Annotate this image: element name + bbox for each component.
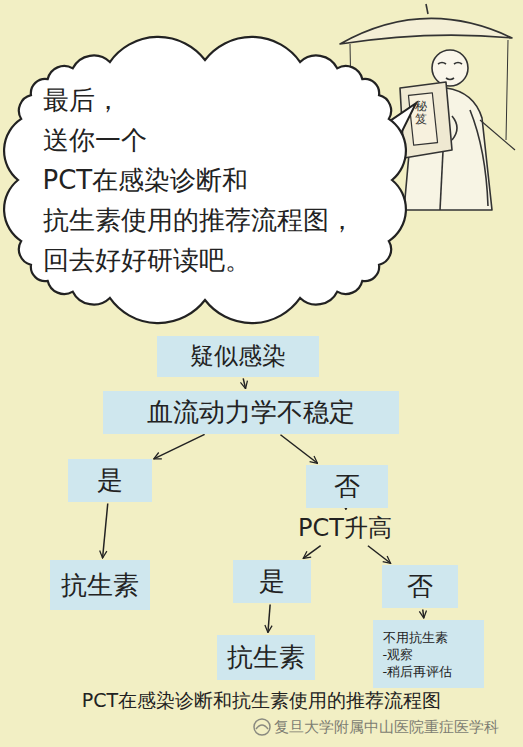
speech-text: 最后， 送你一个 PCT在感染诊断和 抗生素使用的推荐流程图， 回去好好研读吧。: [43, 80, 368, 280]
flow-arrow: [423, 609, 424, 618]
flow-arrow: [103, 503, 108, 558]
node-label: 不用抗生素 -观察 -稍后再评估: [383, 629, 474, 680]
flow-arrow: [154, 434, 205, 459]
flow-arrow: [280, 435, 317, 464]
action-box: 不用抗生素 -观察 -稍后再评估: [373, 620, 484, 688]
action-box: 抗生素: [50, 560, 150, 610]
watermark: 复旦大学附属中山医院重症医学科: [274, 717, 499, 737]
flow-arrow: [243, 378, 245, 388]
answer-box: 是: [233, 560, 311, 603]
book-title: 秘笈: [415, 100, 427, 126]
watermark-logo: [254, 719, 270, 735]
node-label: 疑似感染: [190, 342, 286, 371]
cloud-path: [4, 37, 406, 323]
speech-bubble: 最后， 送你一个 PCT在感染诊断和 抗生素使用的推荐流程图， 回去好好研读吧。: [10, 52, 400, 308]
flow-arrow: [303, 546, 320, 559]
node-label: 否: [334, 471, 360, 502]
decision-text: PCT升高: [296, 512, 394, 545]
answer-box: 否: [306, 465, 388, 508]
node-label: PCT升高: [298, 514, 392, 543]
node-label: 是: [259, 566, 285, 597]
start-box: 疑似感染: [157, 336, 319, 377]
answer-box: 是: [68, 459, 152, 502]
node-label: 抗生素: [61, 570, 139, 601]
caption: PCT在感染诊断和抗生素使用的推荐流程图: [0, 688, 523, 712]
flow-arrow: [368, 546, 391, 564]
decision-box: 血流动力学不稳定: [103, 391, 399, 434]
node-label: 是: [97, 465, 123, 496]
flow-arrow: [268, 604, 270, 632]
answer-box: 否: [382, 565, 458, 608]
node-label: 否: [407, 571, 433, 602]
flow-arrow: [345, 509, 347, 511]
node-label: 抗生素: [227, 642, 305, 673]
action-box: 抗生素: [217, 635, 315, 680]
node-label: 血流动力学不稳定: [147, 397, 355, 428]
